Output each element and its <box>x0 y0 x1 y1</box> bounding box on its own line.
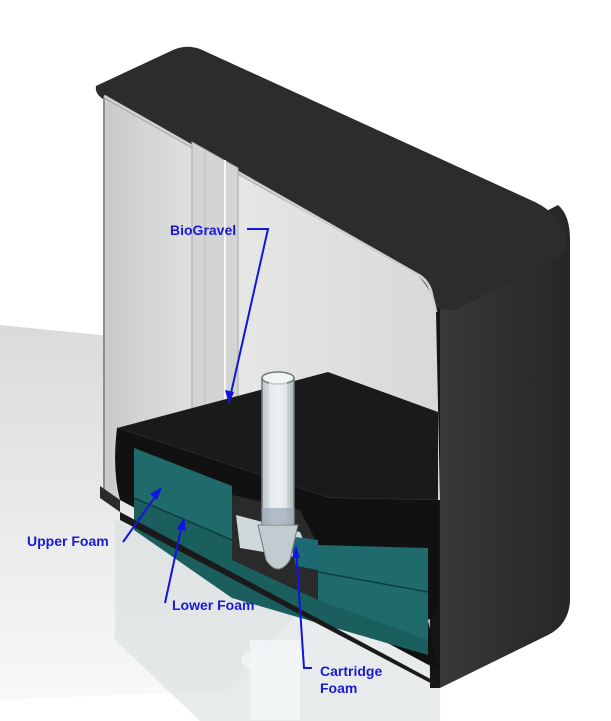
cartridge-foam-label-line1: Cartridge <box>320 663 383 679</box>
lower-foam-label: Lower Foam <box>172 597 255 613</box>
housing-top-lid <box>95 46 569 313</box>
cartridge-foam-block <box>288 536 318 570</box>
leader-arrowheads <box>150 390 300 558</box>
cartridge-foam-arrowhead <box>292 545 300 558</box>
upper-foam-arrowhead <box>150 487 162 500</box>
upper-foam-label: Upper Foam <box>27 533 109 549</box>
upper-foam-leader-line <box>122 489 161 543</box>
leader-lines <box>122 228 312 669</box>
biogravel-leader-line <box>228 228 270 403</box>
housing-base <box>100 486 440 688</box>
cartridge-foam-label: Cartridge Foam <box>320 663 382 697</box>
cartridge-foam-leader-line <box>295 547 312 669</box>
biogravel-arrowhead <box>225 390 234 404</box>
upper-foam-block <box>134 448 232 540</box>
lower-foam-arrowhead <box>177 517 186 531</box>
lift-tube <box>257 371 299 570</box>
cartridge-foam-label-line2: Foam <box>320 680 358 696</box>
biogravel-label: BioGravel <box>170 222 237 238</box>
lower-foam-leader-line <box>164 519 184 604</box>
